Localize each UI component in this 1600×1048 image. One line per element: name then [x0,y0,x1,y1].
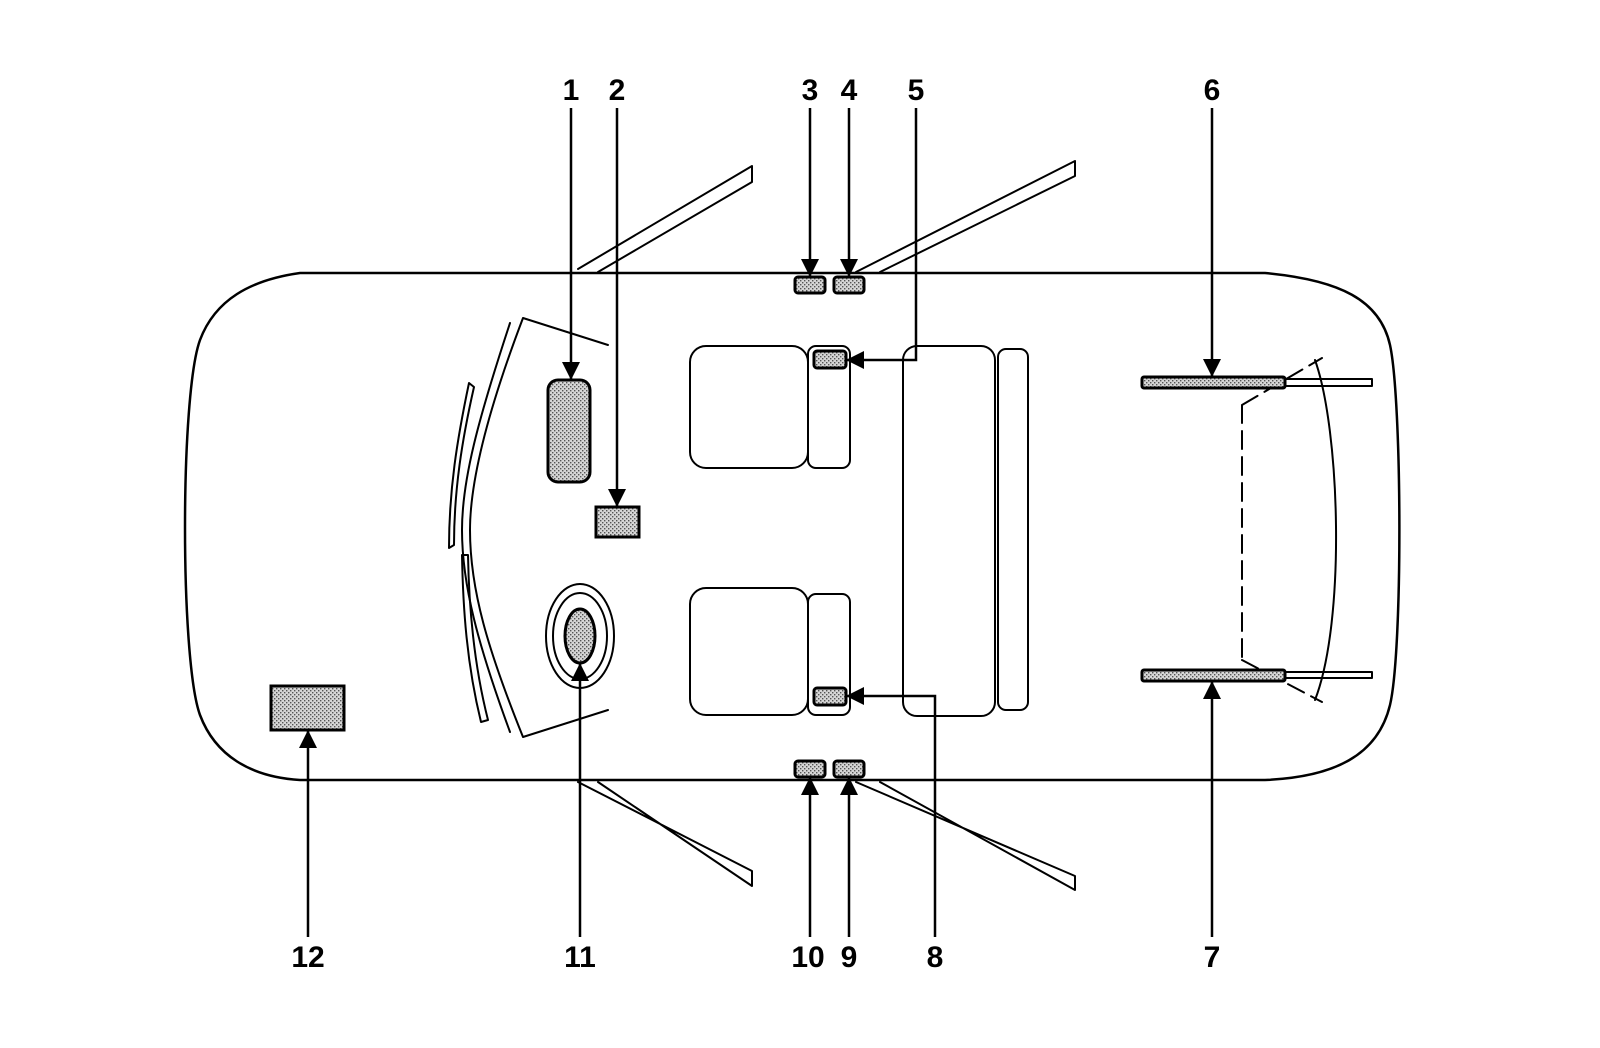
right-front-seat-back [807,593,851,716]
component-7-extension [1284,671,1373,679]
leader-line-8 [846,687,937,937]
rear-window-outline-dashed [1241,357,1323,703]
callout-label-5: 5 [908,74,925,107]
windshield-inner-outline [461,322,511,733]
lower-wiper-outline [461,554,489,723]
callout-label-8: 8 [927,941,944,974]
callout-label-6: 6 [1204,74,1221,107]
right-front-seat-cushion [689,587,809,716]
component-3-module [793,275,827,295]
leader-lines [299,108,1221,937]
rear-seat-cushion [902,345,996,717]
front-seats [689,345,851,716]
left-front-seat-back [807,345,851,469]
component-1-passenger-airbag [546,378,592,484]
callout-label-10: 10 [791,941,824,974]
rear-seat-back [997,348,1029,711]
callout-label-3: 3 [802,74,819,107]
callout-labels: 1 2 3 4 5 6 7 8 9 10 11 12 [291,74,1220,974]
windshield-assembly [448,317,609,738]
component-12-module [269,684,346,732]
component-6-extension [1284,378,1373,387]
callout-label-12: 12 [291,941,324,974]
front-left-door-outline [577,165,753,273]
callout-label-11: 11 [564,941,596,974]
component-6-roof-rail-module [1140,375,1287,390]
vehicle-body-outline [183,271,1401,782]
component-5-module [812,349,848,370]
component-4-module [832,275,866,295]
component-2-module [594,505,641,539]
component-9-module [832,759,866,779]
components [269,275,1373,779]
left-front-seat-cushion [689,345,809,469]
rear-left-door-outline [855,160,1076,273]
component-7-roof-rail-module [1140,668,1287,683]
rear-right-door-outline [855,781,1076,891]
upper-wiper-outline [448,382,475,549]
callout-label-7: 7 [1204,941,1221,974]
callout-label-1: 1 [563,74,580,107]
component-10-module [793,759,827,779]
open-doors [577,160,1076,891]
callout-label-9: 9 [841,941,858,974]
callout-label-4: 4 [841,74,858,107]
front-right-door-outline [577,781,753,887]
leader-line-5 [846,108,918,369]
component-8-module [812,686,848,707]
windshield-outline [469,317,609,738]
callout-label-2: 2 [609,74,626,107]
rear-window-outline [1314,359,1338,701]
component-11-driver-airbag [563,607,597,665]
rear-bench-seat [902,345,1029,717]
rear-window [1241,357,1338,703]
